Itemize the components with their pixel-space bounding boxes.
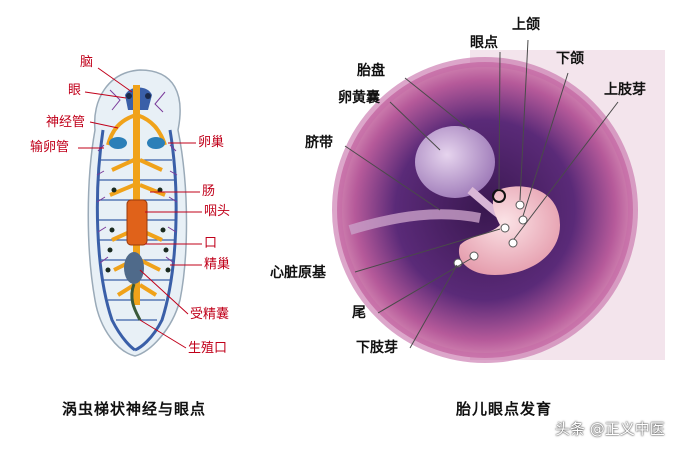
label-brain: 脑 xyxy=(80,55,94,70)
label-eye-spot: 眼点 xyxy=(470,35,498,51)
label-seminal-receptacle: 受精囊 xyxy=(190,307,230,322)
label-tail: 尾 xyxy=(352,305,366,321)
label-ovary: 卵巢 xyxy=(198,135,225,150)
label-umbilical-cord: 脐带 xyxy=(305,135,333,151)
label-placenta: 胎盘 xyxy=(357,63,385,79)
label-mouth: 口 xyxy=(204,236,218,251)
label-genital-pore: 生殖口 xyxy=(188,341,228,356)
caption-embryo: 胎儿眼点发育 xyxy=(456,400,553,418)
watermark: 头条 @正义中医 xyxy=(555,420,665,438)
label-pharynx: 咽头 xyxy=(204,204,231,219)
label-eye: 眼 xyxy=(68,83,82,98)
label-oviduct: 输卵管 xyxy=(30,140,70,155)
label-testis: 精巢 xyxy=(204,257,231,272)
label-lower-jaw: 下颌 xyxy=(556,51,584,67)
label-lower-limb-bud: 下肢芽 xyxy=(356,340,398,356)
label-upper-limb-bud: 上肢芽 xyxy=(604,82,646,98)
label-yolk-sac: 卵黄囊 xyxy=(338,90,380,106)
label-intestine: 肠 xyxy=(202,184,216,199)
label-upper-jaw: 上颌 xyxy=(512,17,540,33)
label-heart-primordium: 心脏原基 xyxy=(270,265,326,281)
label-nerve-cord: 神经管 xyxy=(46,115,86,130)
caption-planarian: 涡虫梯状神经与眼点 xyxy=(62,400,207,418)
